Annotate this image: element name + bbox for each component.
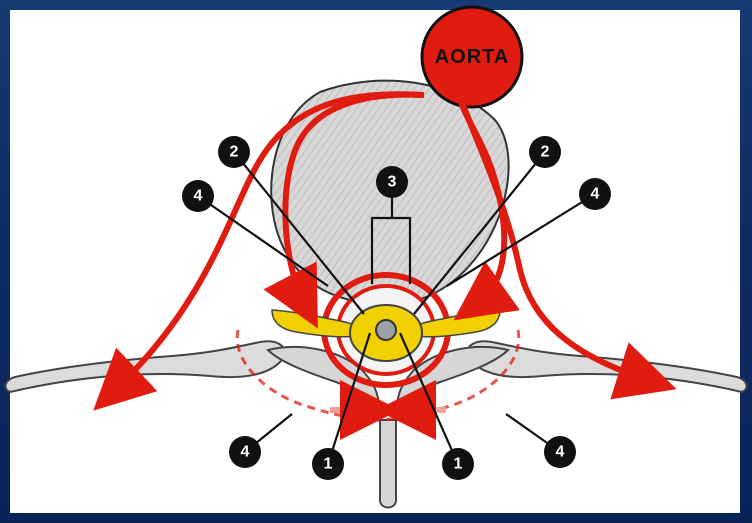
svg-text:4: 4 <box>194 188 203 205</box>
svg-text:4: 4 <box>556 444 565 461</box>
callout-2-left: 2 <box>218 136 250 168</box>
svg-text:2: 2 <box>230 144 239 161</box>
callout-2-right: 2 <box>529 136 561 168</box>
svg-text:4: 4 <box>591 186 600 203</box>
callout-4-upper-left: 4 <box>182 180 214 212</box>
svg-text:4: 4 <box>241 444 250 461</box>
callout-3: 3 <box>376 166 408 198</box>
callout-4-lower-left: 4 <box>229 436 261 468</box>
svg-text:1: 1 <box>324 456 333 473</box>
spinal-cord-center <box>376 320 396 340</box>
svg-text:2: 2 <box>541 144 550 161</box>
callout-1-right: 1 <box>442 448 474 480</box>
left-rib <box>5 341 284 392</box>
callout-1-left: 1 <box>312 448 344 480</box>
callout-4-lower-right: 4 <box>544 436 576 468</box>
svg-text:3: 3 <box>388 174 397 191</box>
svg-text:1: 1 <box>454 456 463 473</box>
callout-4-upper-right: 4 <box>579 178 611 210</box>
aorta-label: AORTA <box>435 46 510 68</box>
